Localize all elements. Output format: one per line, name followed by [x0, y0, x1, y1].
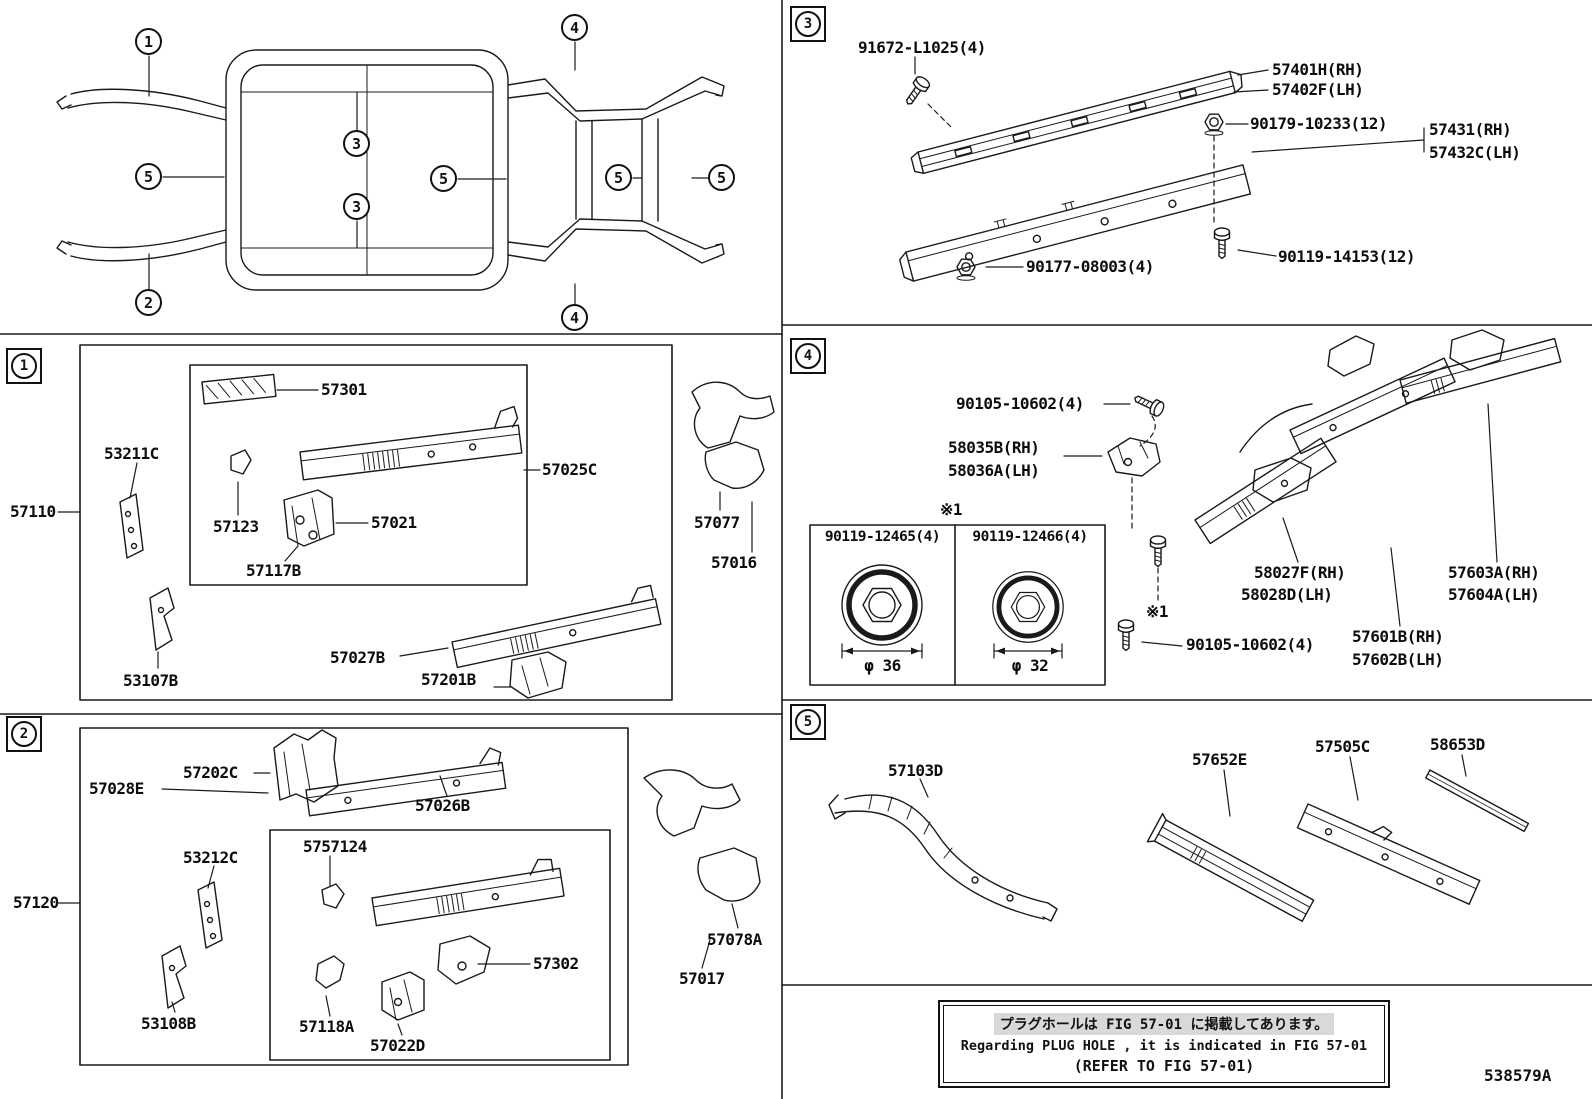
part-label-57117B: 57117B [246, 561, 301, 580]
part-label-90177: 90177-08003(4) [1026, 257, 1154, 276]
ref-mark-2: ※1 [1146, 602, 1169, 621]
part-label-57120: 57120 [13, 893, 59, 912]
part-label-57602B: 57602B(LH) [1352, 650, 1444, 669]
part-label-58653D: 58653D [1430, 735, 1485, 754]
callout-1: 1 [135, 28, 162, 55]
part-label-57077: 57077 [694, 513, 740, 532]
washer-left-pn: 90119-12465(4) [824, 529, 941, 545]
part-label-57202C: 57202C [183, 763, 238, 782]
part-label-90105-a: 90105-10602(4) [956, 394, 1084, 413]
part-label-57201B: 57201B [421, 670, 476, 689]
note-line-en: Regarding PLUG HOLE , it is indicated in… [960, 1038, 1368, 1054]
callout-5a: 5 [135, 163, 162, 190]
callout-5c: 5 [605, 164, 632, 191]
section4-art [842, 329, 1562, 659]
ref-mark-1: ※1 [940, 500, 963, 519]
plug-hole-note-frame: プラグホールは FIG 57-01 に掲載してあります。 Regarding P… [943, 1005, 1385, 1083]
callout-5b: 5 [430, 165, 457, 192]
section-marker-3: 3 [790, 6, 826, 42]
note-line-refer: (REFER TO FIG 57-01) [1073, 1057, 1255, 1075]
note-line-jp: プラグホールは FIG 57-01 に掲載してあります。 [993, 1013, 1335, 1035]
callout-3b: 3 [343, 193, 370, 220]
part-label-57431: 57431(RH) [1429, 120, 1512, 139]
part-label-53211C: 53211C [104, 444, 159, 463]
section-marker-5: 5 [790, 704, 826, 740]
part-label-53108B: 53108B [141, 1014, 196, 1033]
section3-art [899, 56, 1425, 282]
part-label-58035B: 58035B(RH) [948, 438, 1040, 457]
washer-left-dia: φ 36 [864, 656, 901, 675]
part-label-58027F: 58027F(RH) [1254, 563, 1346, 582]
part-label-91672: 91672-L1025(4) [858, 38, 986, 57]
part-label-57078A: 57078A [707, 930, 762, 949]
section1-art [57, 373, 775, 699]
section-marker-1: 1 [6, 348, 42, 384]
part-label-53107B: 53107B [123, 671, 178, 690]
part-label-57432C: 57432C(LH) [1429, 143, 1521, 162]
part-label-90119-14153: 90119-14153(12) [1278, 247, 1416, 266]
part-label-57118A: 57118A [299, 1017, 354, 1036]
callout-4a: 4 [561, 14, 588, 41]
part-label-57301: 57301 [321, 380, 367, 399]
washer-right-pn: 90119-12466(4) [972, 529, 1088, 545]
part-label-57123: 57123 [213, 517, 259, 536]
plug-hole-note: プラグホールは FIG 57-01 に掲載してあります。 Regarding P… [938, 1000, 1390, 1088]
section5-art [828, 754, 1530, 922]
part-label-57601B: 57601B(RH) [1352, 627, 1444, 646]
part-label-57022D: 57022D [370, 1036, 425, 1055]
part-label-58028D: 58028D(LH) [1241, 585, 1333, 604]
part-label-57026B: 57026B [415, 796, 470, 815]
part-label-53212C: 53212C [183, 848, 238, 867]
part-label-57124: 5757124 [303, 837, 367, 856]
overview-callout-leaders [148, 41, 709, 305]
vehicle-underbody-art [56, 49, 725, 291]
callout-4b: 4 [561, 304, 588, 331]
part-label-57028E: 57028E [89, 779, 144, 798]
part-label-57402F: 57402F(LH) [1272, 80, 1364, 99]
part-label-57652E: 57652E [1192, 750, 1247, 769]
section-marker-2: 2 [6, 716, 42, 752]
part-label-57103D: 57103D [888, 761, 943, 780]
part-label-57505C: 57505C [1315, 737, 1370, 756]
part-label-57016: 57016 [711, 553, 757, 572]
part-label-57401H: 57401H(RH) [1272, 60, 1364, 79]
washer-right-dia: φ 32 [1011, 656, 1049, 675]
part-label-57027B: 57027B [330, 648, 385, 667]
diagram-id: 538579A [1484, 1066, 1552, 1085]
callout-5d: 5 [708, 164, 735, 191]
callout-3a: 3 [343, 130, 370, 157]
part-label-57604A: 57604A(LH) [1448, 585, 1540, 604]
part-label-58036A: 58036A(LH) [948, 461, 1040, 480]
section2-art [57, 729, 761, 1036]
part-label-57603A: 57603A(RH) [1448, 563, 1540, 582]
part-label-57021: 57021 [371, 513, 417, 532]
callout-2: 2 [135, 289, 162, 316]
section-marker-4: 4 [790, 338, 826, 374]
part-label-90105-b: 90105-10602(4) [1186, 635, 1314, 654]
part-label-57302: 57302 [533, 954, 579, 973]
part-label-57110: 57110 [10, 502, 56, 521]
part-label-57017: 57017 [679, 969, 725, 988]
part-label-90179: 90179-10233(12) [1250, 114, 1388, 133]
part-label-57025C: 57025C [542, 460, 597, 479]
